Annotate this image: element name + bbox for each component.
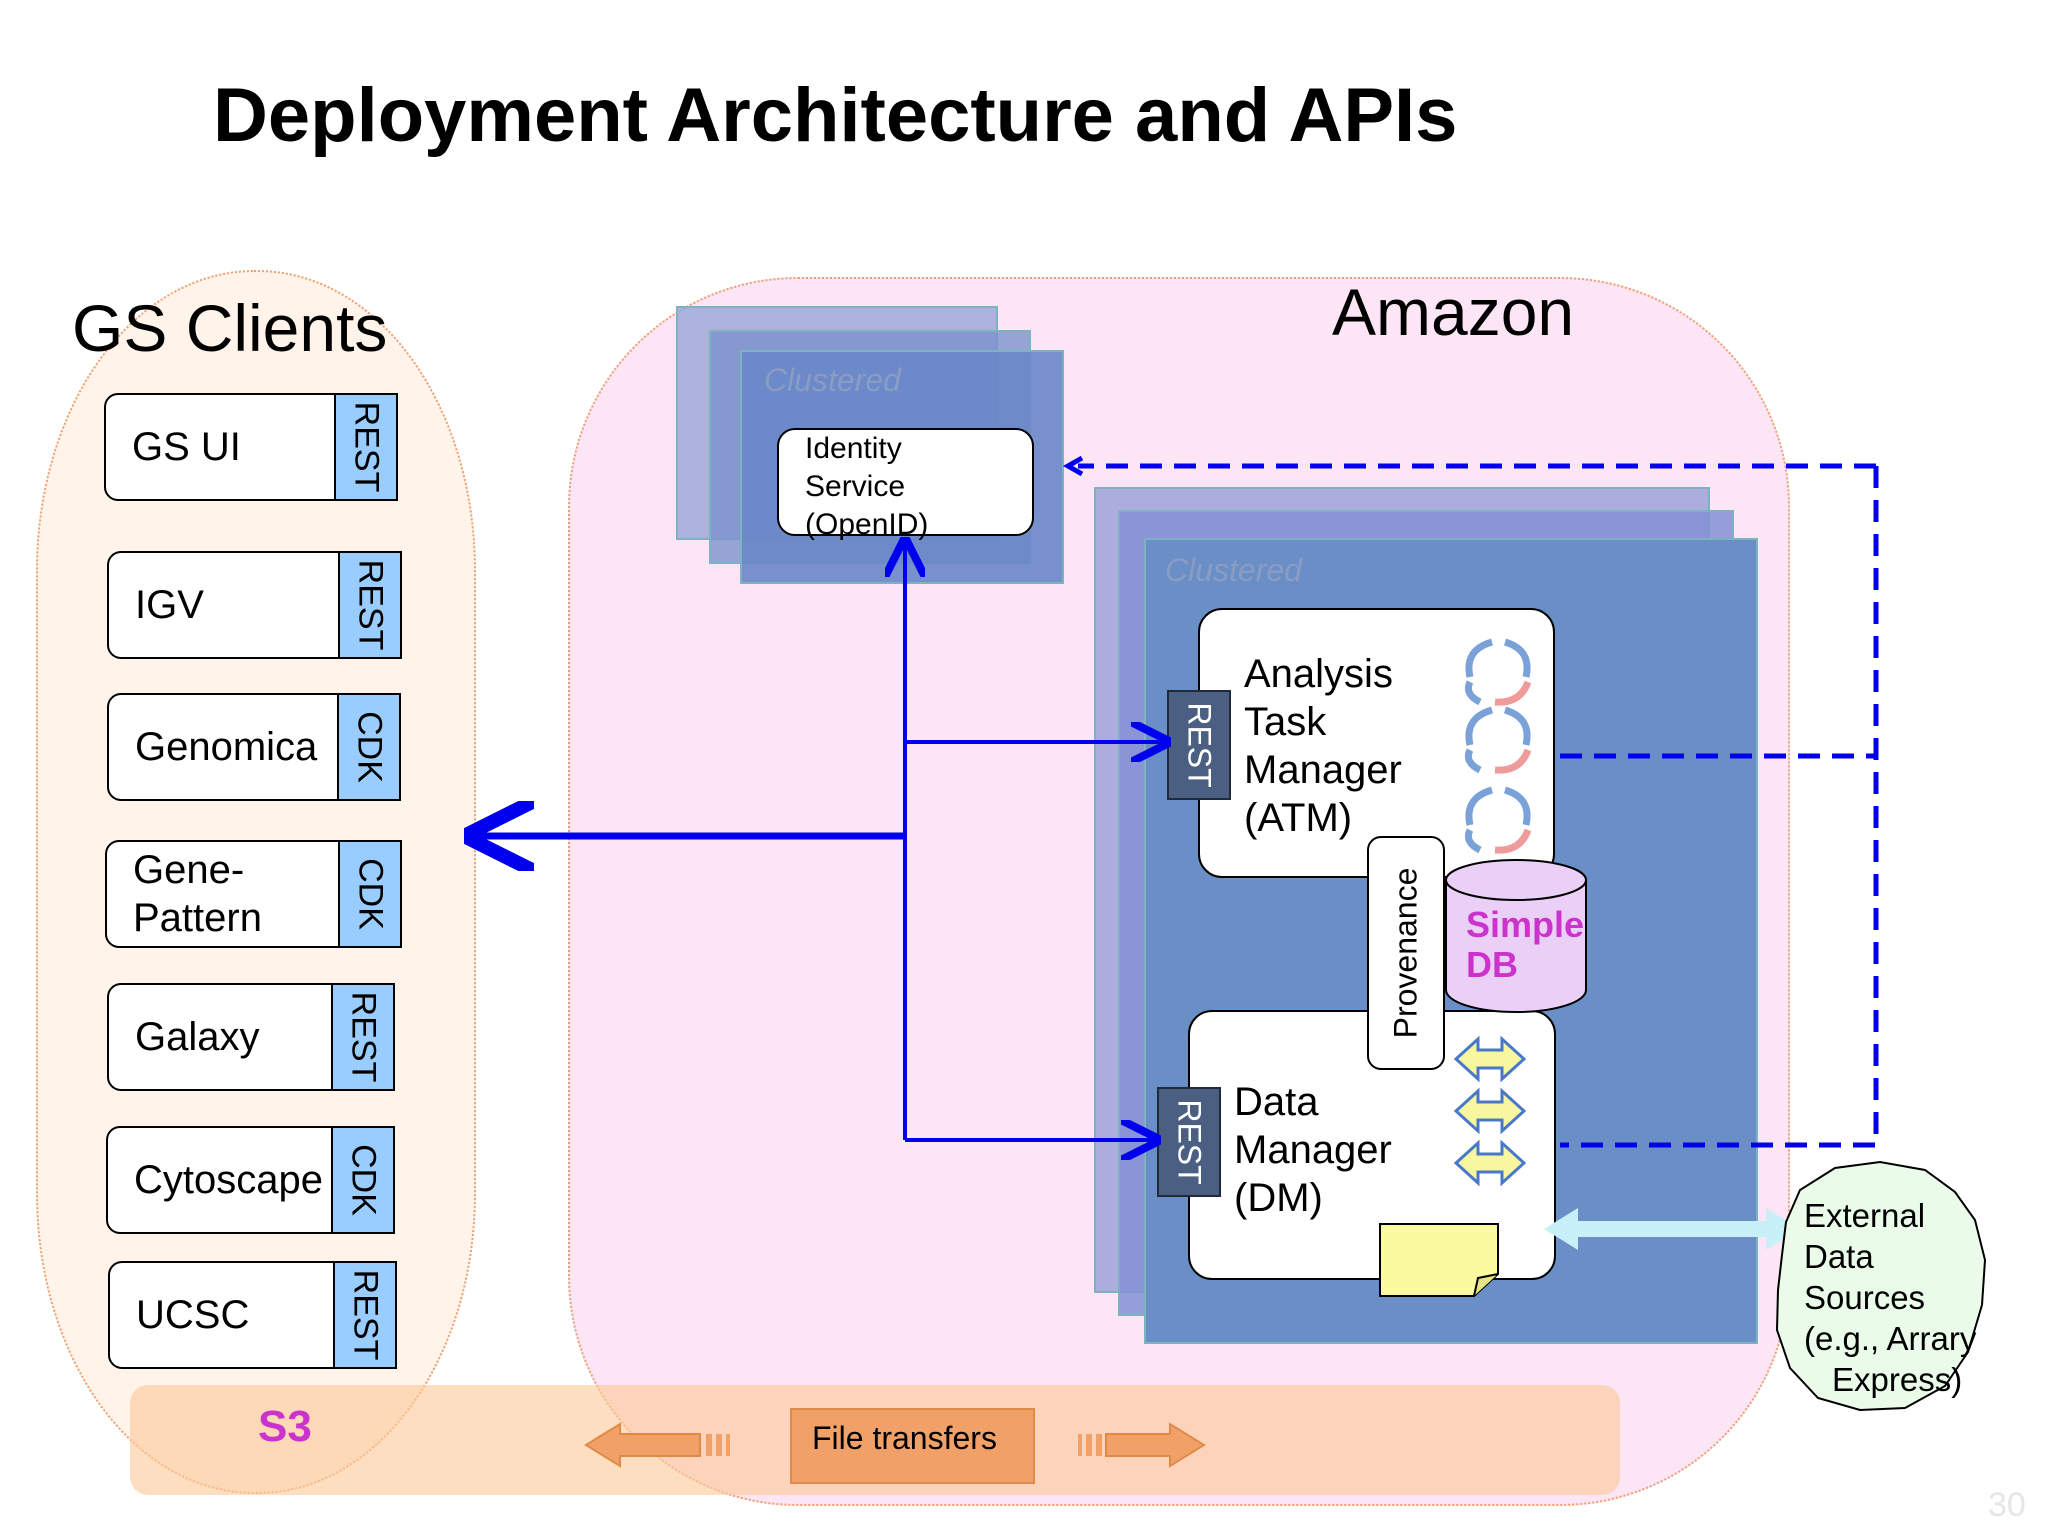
document-note-icon — [1379, 1223, 1499, 1297]
client-galaxy[interactable]: Galaxy REST — [107, 983, 395, 1091]
atm-line-3: Manager — [1244, 748, 1402, 792]
client-genomica[interactable]: Genomica CDK — [107, 693, 401, 801]
identity-line-2: Service — [805, 470, 906, 503]
external-line-1: External — [1804, 1197, 1926, 1234]
s3-label: S3 — [258, 1402, 312, 1451]
atm-box[interactable]: Analysis Task Manager (ATM) — [1198, 608, 1555, 878]
provenance-box: Provenance — [1367, 836, 1445, 1070]
cycle-icon — [1464, 638, 1532, 706]
identity-line-3: (OpenID) — [805, 508, 929, 541]
client-ucsc[interactable]: UCSC REST — [108, 1261, 397, 1369]
external-line-5: Express) — [1832, 1361, 1963, 1398]
main-clustered-label: Clustered — [1165, 552, 1302, 588]
page-title: Deployment Architecture and APIs — [213, 73, 1458, 158]
atm-line-2: Task — [1244, 700, 1327, 744]
client-genepattern[interactable]: Gene- Pattern CDK — [105, 840, 402, 948]
client-name: GS UI — [132, 425, 241, 469]
atm-rest-tab: REST — [1167, 690, 1231, 800]
api-tab-rest: REST — [331, 983, 395, 1091]
dm-line-1: Data — [1234, 1080, 1319, 1124]
identity-service-box[interactable]: Identity Service (OpenID) — [777, 428, 1034, 541]
api-tab-cdk: CDK — [337, 693, 401, 801]
simpledb-label-2: DB — [1466, 944, 1518, 985]
simpledb-label-1: Simple — [1466, 904, 1585, 945]
cycle-icons — [1464, 638, 1532, 854]
api-tab-cdk: CDK — [331, 1126, 395, 1234]
external-line-4: (e.g., Arrary — [1804, 1320, 1977, 1357]
client-name: IGV — [135, 583, 204, 627]
cycle-icon — [1464, 706, 1532, 774]
identity-line-1: Identity — [805, 432, 902, 465]
external-data-cloud — [1775, 1160, 1987, 1412]
api-tab-rest: REST — [334, 393, 398, 501]
atm-line-1: Analysis — [1244, 652, 1393, 696]
client-igv[interactable]: IGV REST — [107, 551, 402, 659]
gs-clients-label: GS Clients — [72, 291, 388, 365]
transfer-arrows-icon — [1453, 1035, 1527, 1187]
cycle-icon — [1464, 786, 1532, 854]
file-transfers-box: File transfers — [790, 1408, 1035, 1484]
client-name: Genomica — [135, 725, 318, 769]
simpledb-cylinder — [1445, 859, 1587, 1013]
external-line-2: Data — [1804, 1238, 1874, 1275]
file-transfer-right-arrow — [1078, 1422, 1206, 1468]
api-tab-cdk: CDK — [338, 840, 402, 948]
identity-clustered-label: Clustered — [764, 362, 901, 398]
dm-line-3: (DM) — [1234, 1176, 1323, 1220]
page-number: 30 — [1988, 1486, 2026, 1524]
client-name: Cytoscape — [134, 1158, 323, 1202]
client-name: Galaxy — [135, 1015, 260, 1059]
client-name: UCSC — [136, 1293, 250, 1337]
api-tab-rest: REST — [338, 551, 402, 659]
file-transfer-left-arrow — [584, 1422, 730, 1468]
dm-line-2: Manager — [1234, 1128, 1392, 1172]
external-line-3: Sources — [1804, 1279, 1926, 1316]
atm-line-4: (ATM) — [1244, 796, 1353, 840]
client-cytoscape[interactable]: Cytoscape CDK — [106, 1126, 395, 1234]
client-gs-ui[interactable]: GS UI REST — [104, 393, 398, 501]
client-name: Gene- Pattern — [133, 848, 262, 940]
api-tab-rest: REST — [333, 1261, 397, 1369]
identity-dashed-link — [1560, 466, 1879, 1148]
amazon-label: Amazon — [1332, 275, 1575, 349]
external-double-arrow — [1544, 1208, 1800, 1250]
